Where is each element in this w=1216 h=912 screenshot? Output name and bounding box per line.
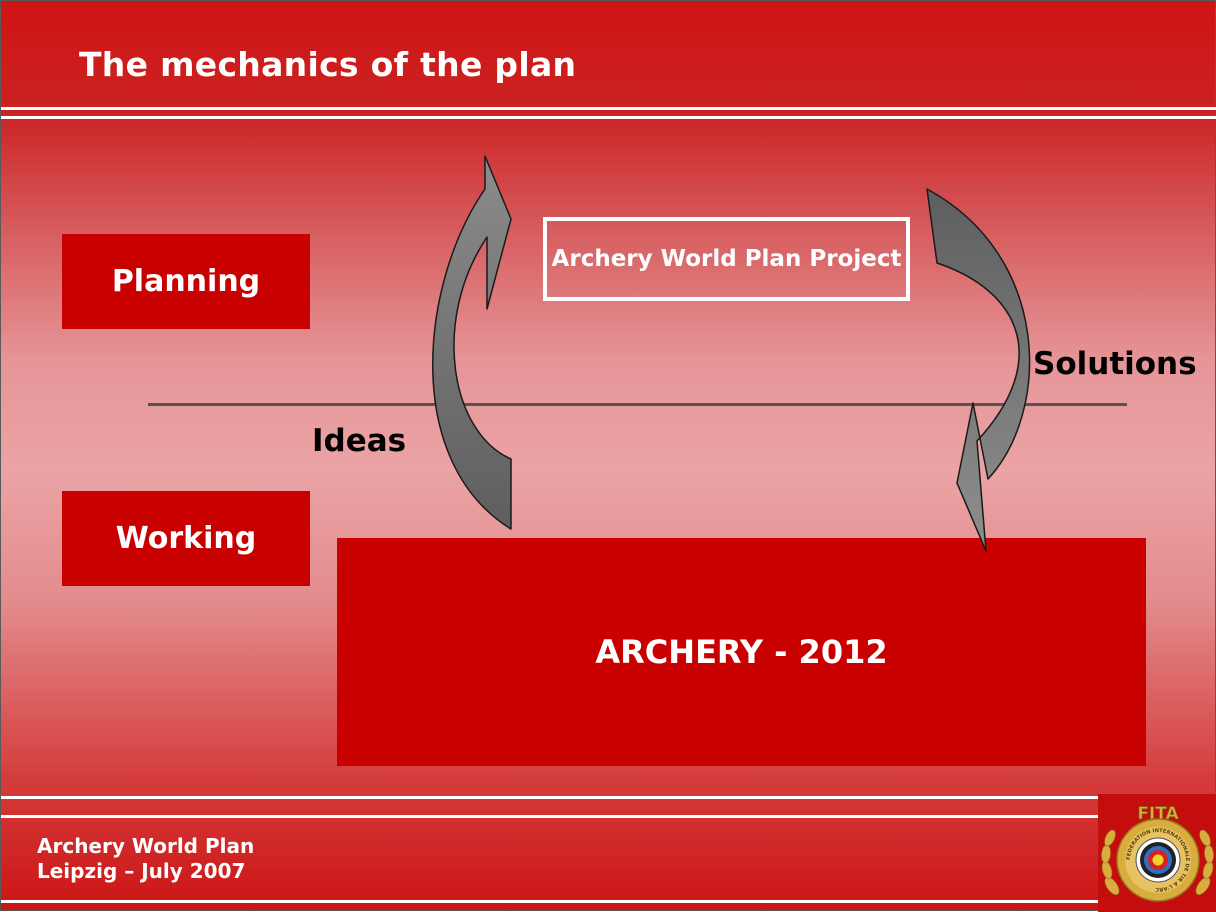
working-label: Working bbox=[115, 521, 257, 556]
planning-working-divider bbox=[148, 403, 1127, 406]
project-label: Archery World Plan Project bbox=[551, 245, 902, 272]
footer-divider-top bbox=[1, 796, 1216, 799]
footer-divider-middle bbox=[1, 815, 1216, 818]
footer-location-date: Leipzig – July 2007 bbox=[37, 859, 246, 883]
title-divider-bottom bbox=[1, 116, 1216, 119]
curved-down-arrow-icon bbox=[926, 188, 1031, 552]
logo-title-text: FITA bbox=[1137, 804, 1179, 824]
footer-divider-bottom bbox=[1, 900, 1216, 903]
project-box: Archery World Plan Project bbox=[543, 217, 910, 301]
archery-label: ARCHERY - 2012 bbox=[595, 633, 888, 671]
planning-box: Planning bbox=[62, 234, 310, 329]
solutions-label: Solutions bbox=[1033, 346, 1197, 382]
planning-label: Planning bbox=[111, 264, 261, 299]
fita-logo: FEDERATION INTERNATIONALE DE TIR A L'ARC… bbox=[1098, 794, 1216, 912]
title-divider-top bbox=[1, 107, 1216, 110]
slide-title: The mechanics of the plan bbox=[79, 45, 577, 84]
archery-2012-box: ARCHERY - 2012 bbox=[337, 538, 1146, 766]
working-box: Working bbox=[62, 491, 310, 586]
ideas-label: Ideas bbox=[312, 423, 407, 459]
footer-title: Archery World Plan bbox=[37, 834, 255, 858]
curved-up-arrow-icon bbox=[432, 155, 512, 530]
